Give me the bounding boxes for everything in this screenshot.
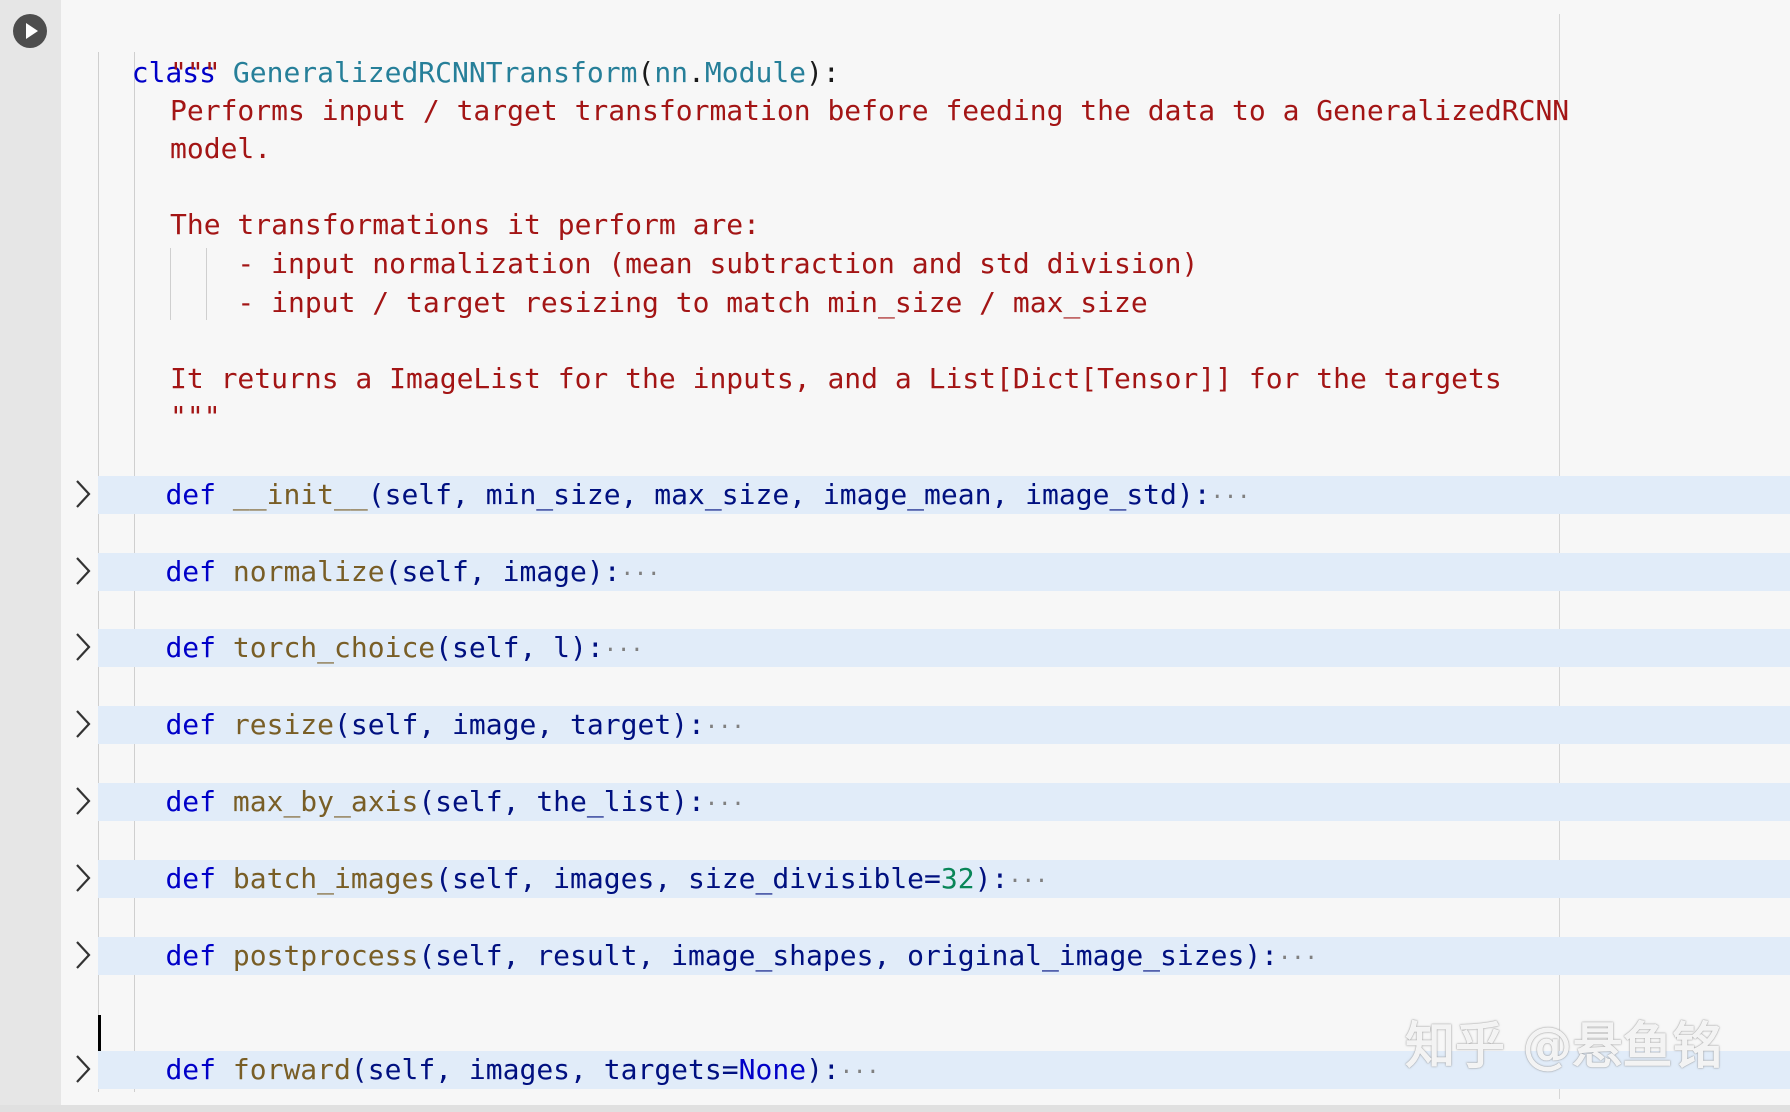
none-constant: None (738, 1053, 807, 1086)
method-name: forward (232, 1053, 351, 1086)
method-forward[interactable]: def forward(self, images, targets=None):… (98, 1051, 1790, 1089)
base-module: nn (654, 56, 689, 89)
folded-ellipsis[interactable]: ··· (839, 1060, 880, 1085)
method-normalize[interactable]: def normalize(self, image):··· (98, 553, 1790, 591)
docstring-line (170, 322, 1790, 360)
expand-chevron-icon[interactable] (74, 631, 92, 663)
expand-chevron-icon[interactable] (74, 1053, 92, 1085)
method-signature-end: ): (806, 1053, 840, 1086)
zhihu-watermark: 知乎 @悬鱼铭 (1405, 1017, 1723, 1075)
docstring-line: """ (170, 400, 221, 433)
method-postprocess[interactable]: def postprocess(self, result, image_shap… (98, 937, 1790, 975)
folded-ellipsis[interactable]: ··· (704, 715, 745, 740)
expand-chevron-icon[interactable] (74, 939, 92, 971)
method-name: resize (232, 708, 335, 741)
def-keyword: def (165, 862, 217, 895)
method-signature: (self, l): (435, 631, 604, 664)
method-torch-choice[interactable]: def torch_choice(self, l):··· (98, 629, 1790, 667)
method-batch-images[interactable]: def batch_images(self, images, size_divi… (98, 860, 1790, 898)
docstring-line: - input / target resizing to match min_s… (170, 286, 1148, 319)
expand-chevron-icon[interactable] (74, 478, 92, 510)
folded-ellipsis[interactable]: ··· (603, 638, 644, 663)
method-signature: (self, image, target): (334, 708, 705, 741)
punct: . (688, 56, 705, 89)
expand-chevron-icon[interactable] (74, 555, 92, 587)
docstring-line: The transformations it perform are: (170, 208, 761, 241)
number-literal: 32 (940, 862, 975, 895)
def-keyword: def (165, 785, 217, 818)
def-keyword: def (165, 708, 217, 741)
cell-gutter (0, 0, 61, 1105)
expand-chevron-icon[interactable] (74, 862, 92, 894)
class-keyword: class (131, 56, 217, 89)
def-keyword: def (165, 478, 217, 511)
punct: ): (806, 56, 840, 89)
expand-chevron-icon[interactable] (74, 785, 92, 817)
code-editor[interactable] (61, 0, 1790, 1105)
method-name: normalize (232, 555, 385, 588)
class-definition-line[interactable]: class GeneralizedRCNNTransform(nn.Module… (98, 16, 1790, 89)
folded-ellipsis[interactable]: ··· (1210, 485, 1251, 510)
method-name: torch_choice (232, 631, 436, 664)
indent-guide (206, 248, 207, 320)
cell-bottom-border (0, 1105, 1790, 1112)
folded-ellipsis[interactable]: ··· (1008, 869, 1049, 894)
method-signature: (self, images, targets= (350, 1053, 739, 1086)
base-class: Module (704, 56, 807, 89)
method-signature: (self, image): (384, 555, 621, 588)
method-signature: (self, the_list): (418, 785, 705, 818)
method-signature: (self, min_size, max_size, image_mean, i… (367, 478, 1211, 511)
folded-ellipsis[interactable]: ··· (620, 562, 661, 587)
docstring-line: """ (170, 56, 221, 89)
method-name: batch_images (232, 862, 436, 895)
def-keyword: def (165, 555, 217, 588)
method-name: postprocess (232, 939, 419, 972)
method-max-by-axis[interactable]: def max_by_axis(self, the_list):··· (98, 783, 1790, 821)
docstring-line (170, 168, 1790, 206)
class-name: GeneralizedRCNNTransform (232, 56, 638, 89)
method-signature: (self, images, size_divisible= (435, 862, 941, 895)
docstring-line: It returns a ImageList for the inputs, a… (170, 362, 1502, 395)
docstring-line: model. (170, 132, 272, 165)
method-signature-end: ): (974, 862, 1009, 895)
method-resize[interactable]: def resize(self, image, target):··· (98, 706, 1790, 744)
def-keyword: def (165, 1053, 217, 1086)
expand-chevron-icon[interactable] (74, 708, 92, 740)
text-cursor (98, 1015, 101, 1051)
indent-guide (170, 248, 171, 320)
method-init[interactable]: def __init__(self, min_size, max_size, i… (98, 476, 1790, 514)
def-keyword: def (165, 631, 217, 664)
punct: ( (637, 56, 655, 89)
docstring-line: Performs input / target transformation b… (170, 94, 1570, 127)
method-name: max_by_axis (232, 785, 419, 818)
def-keyword: def (165, 939, 217, 972)
docstring-line: - input normalization (mean subtraction … (170, 247, 1199, 280)
method-name: __init__ (232, 478, 368, 511)
folded-ellipsis[interactable]: ··· (704, 792, 745, 817)
folded-ellipsis[interactable]: ··· (1278, 946, 1318, 971)
run-cell-button[interactable] (13, 14, 47, 48)
method-signature: (self, result, image_shapes, original_im… (418, 939, 1279, 972)
